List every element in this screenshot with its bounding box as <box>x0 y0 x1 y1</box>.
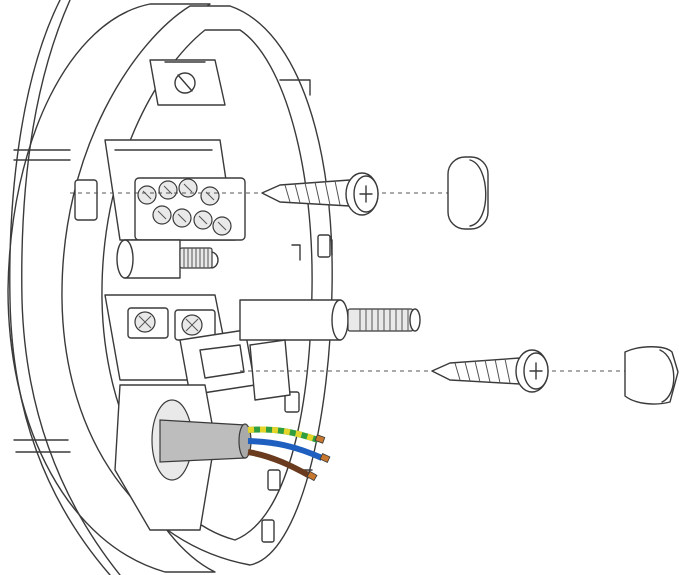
upper-cap <box>448 157 488 229</box>
threaded-post-right <box>240 300 420 340</box>
lower-screw <box>432 350 548 392</box>
terminal-block-upper <box>135 178 245 240</box>
lower-cap <box>625 347 678 404</box>
